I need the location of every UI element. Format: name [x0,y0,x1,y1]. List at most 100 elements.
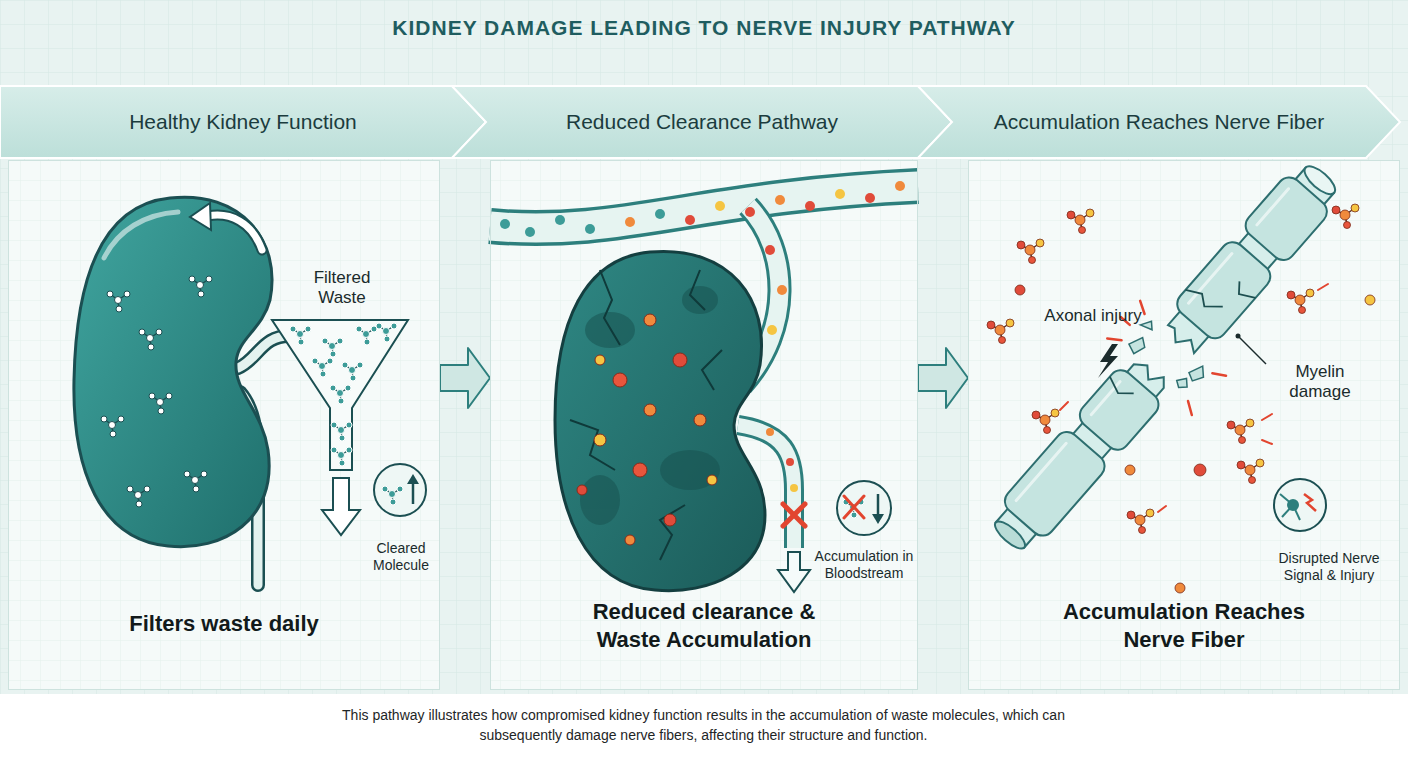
vessel-particles [835,189,845,199]
part-label: Cleared Molecule [362,540,440,574]
stage-panel: Reduced clearance & Waste Accumulation [490,160,918,690]
flow-arrow-head [190,203,211,230]
leader-dot [1236,334,1241,339]
part-label: Disrupted Nerve Signal & Injury [1266,550,1392,584]
kidney-cracks [690,270,705,310]
cleared-icon [412,482,415,504]
molecule-symbol [189,276,212,297]
vessel-particles [786,458,794,466]
stage-heading: Healthy Kidney Function [129,110,357,134]
waste-particles [673,353,687,367]
flow-arrow-connector [440,348,490,408]
vessel-particles [685,215,695,225]
waste-particles [707,475,717,485]
chevron-outline [0,86,486,158]
part-label: Axonal injury [1028,306,1158,326]
outflow-arrow [322,478,360,535]
waste-particles [633,463,647,477]
accumulation-icon [837,481,891,535]
waste-particles [595,355,605,365]
panel-ground [490,160,918,690]
toxin-sparks [1262,440,1272,444]
toxin-molecule-symbol [1032,409,1059,434]
molecule-symbol [127,486,150,507]
leader-line [1238,336,1266,364]
waste-particles [625,535,635,545]
myelin-fragment [1123,317,1208,398]
chevron-outline [452,86,952,158]
kidney-cracks [570,270,722,560]
flow-arrow [208,215,262,250]
molecule-symbol [331,422,352,441]
vessel-particles [767,325,777,335]
stage-chevron: Reduced Clearance Pathway [452,86,952,158]
accumulation-icon [844,496,864,518]
sheath-highlight [1189,254,1232,304]
filter-funnel [272,320,408,470]
molecule-symbol [382,486,403,505]
vessel-particles [745,207,755,217]
toxin-particles [1175,583,1185,593]
kidney-cracks [600,270,620,345]
injury-sparks [1212,368,1226,381]
toxin-molecule-symbol [1227,419,1254,444]
vessel-particles [865,193,875,203]
sheath-cracks [1233,281,1257,304]
vessel-particles [790,484,798,492]
sheath-highlight [1016,443,1066,500]
part-label: Filtered Waste [290,268,394,309]
vessel-particles [555,215,565,225]
blocked-mark [783,504,805,526]
vessel-particles [585,224,595,234]
panel-ground [8,160,440,690]
sheath-cracks [1185,281,1222,316]
sheath-cracks [1105,374,1133,401]
healthy-kidney-art [74,197,426,585]
part-label: Myelin damage [1270,362,1370,403]
stage-panel: Filters waste daily [8,160,440,690]
myelin-fragment [1174,375,1191,392]
nerve-signal-icon [1304,494,1316,511]
stage-chevron: Accumulation Reaches Nerve Fiber [918,86,1400,158]
molecule-symbol [342,362,363,381]
blood-vessel [490,186,918,228]
toxin-molecule-symbol [1067,209,1094,234]
outflow-arrow [778,552,810,592]
myelin-sheath [1000,427,1109,540]
waste-particles [694,414,706,426]
molecule-symbol [356,326,377,345]
accumulation-icon [872,514,884,524]
part-label: Accumulation in Bloodstream [812,548,916,582]
sheath-cracks [1105,258,1257,420]
blocked-mark [783,504,805,526]
kidney-lesions [682,286,718,314]
myelin-fragment [1126,334,1148,357]
toxin-molecule-symbol [1237,459,1264,484]
lightning-symbol [1098,344,1118,378]
waste-particles [577,314,717,545]
accumulation-icon [877,494,880,516]
diagram-caption: This pathway illustrates how compromised… [331,705,1076,745]
toxin-sparks [1318,284,1328,290]
accumulation-icon [837,481,891,535]
stage-chevron: Healthy Kidney Function [0,86,486,158]
vessel-particles [766,428,774,436]
kidney-lesions [660,450,720,490]
axon [1163,168,1334,356]
toxin-sparks [1158,506,1166,512]
molecule-symbol [331,447,352,466]
stage-panel: Accumulation Reaches Nerve Fiber [968,160,1400,690]
panel-ground [490,160,918,690]
vessel-particles [775,195,785,205]
panel-ground [8,160,440,690]
vessel-particles [777,285,787,295]
kidney-cracks [570,420,615,470]
damaged-kidney [555,251,765,590]
healthy-kidney [74,197,272,547]
nerve-fiber [960,135,1369,579]
vessel-particles [765,245,775,255]
toxin-sparks [1060,402,1068,410]
nerve-signal-icon [1287,499,1299,511]
